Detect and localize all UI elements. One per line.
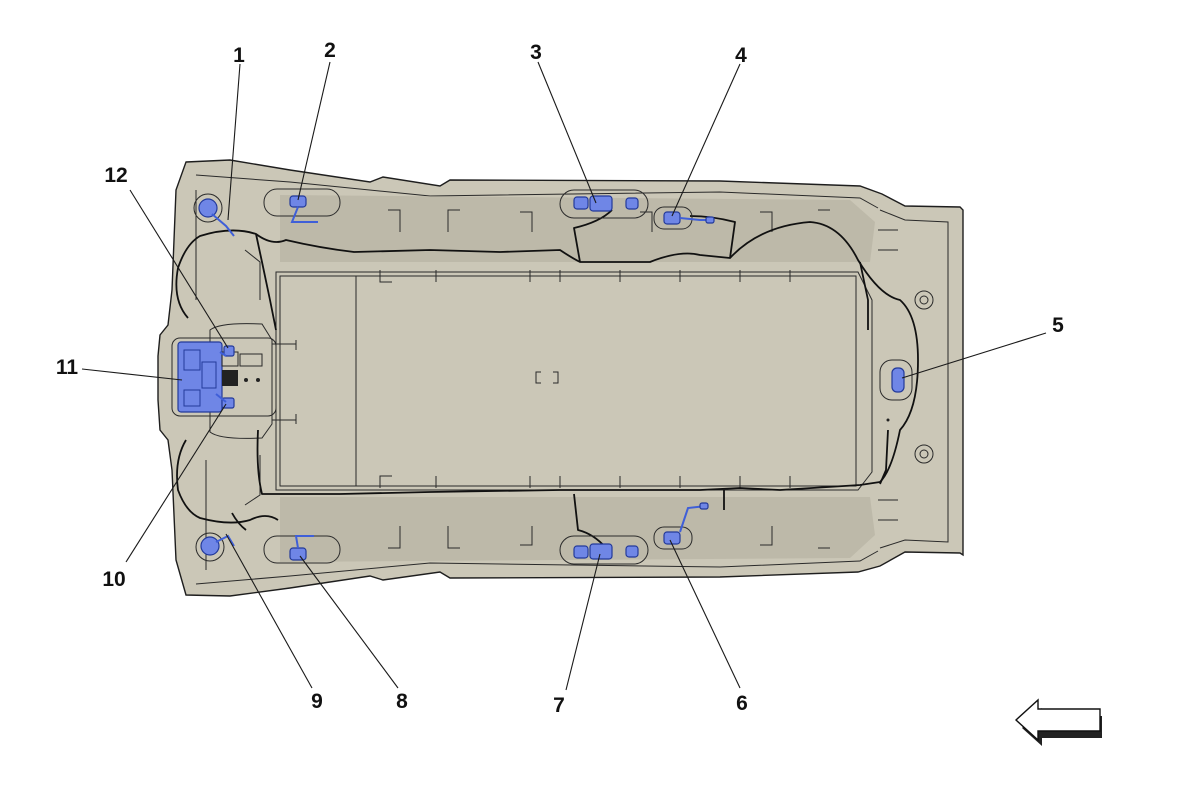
callout-1: 1 xyxy=(233,44,245,67)
leader-7 xyxy=(565,553,601,691)
component-7 xyxy=(573,543,639,560)
leader-10 xyxy=(125,403,227,563)
leader-11 xyxy=(81,368,183,381)
component-8 xyxy=(289,535,314,561)
callout-8: 8 xyxy=(396,690,408,713)
component-4 xyxy=(663,211,715,225)
component-5 xyxy=(891,367,905,393)
component-2 xyxy=(289,195,318,223)
callout-10: 10 xyxy=(102,568,125,591)
callout-labels: 1 2 3 4 5 6 7 8 9 10 11 12 xyxy=(56,39,1064,717)
component-1 xyxy=(198,198,235,237)
component-3 xyxy=(573,195,639,212)
leader-8 xyxy=(299,555,399,689)
callout-11: 11 xyxy=(56,356,79,379)
callout-12: 12 xyxy=(104,164,127,187)
callout-3: 3 xyxy=(530,41,542,64)
leader-5 xyxy=(901,332,1047,379)
component-9 xyxy=(200,534,235,556)
leader-9 xyxy=(225,533,313,689)
leader-2 xyxy=(297,61,331,201)
leader-lines xyxy=(81,61,1047,691)
lamp-housings xyxy=(193,188,913,565)
callout-2: 2 xyxy=(324,39,336,62)
callout-7: 7 xyxy=(553,694,565,717)
direction-arrow-icon xyxy=(1014,698,1102,746)
component-10 xyxy=(215,393,235,409)
components xyxy=(171,195,905,561)
leader-1 xyxy=(227,63,241,221)
callout-5: 5 xyxy=(1052,314,1064,337)
callout-6: 6 xyxy=(736,692,748,715)
headliner-panel xyxy=(157,159,964,597)
leader-3 xyxy=(537,61,597,204)
callout-9: 9 xyxy=(311,690,323,713)
callout-4: 4 xyxy=(735,44,747,67)
leader-6 xyxy=(669,539,741,689)
component-12 xyxy=(219,345,235,357)
component-11 xyxy=(171,337,277,417)
leader-12 xyxy=(129,189,229,349)
leader-4 xyxy=(671,63,741,217)
